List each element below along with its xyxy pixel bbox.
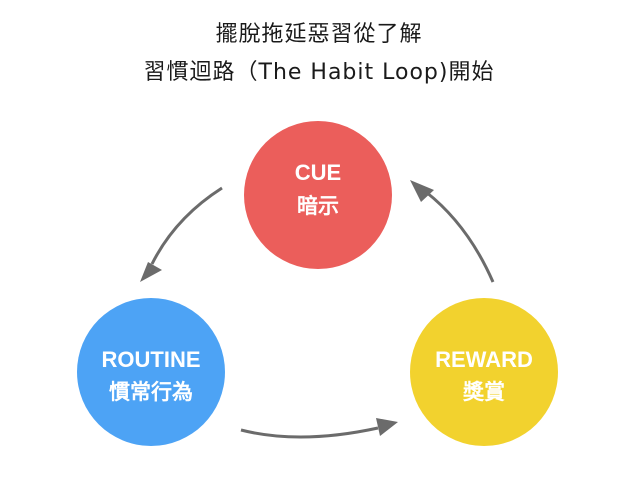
arrow-cue-to-routine xyxy=(140,186,223,282)
node-routine: ROUTINE 慣常行為 xyxy=(77,298,225,446)
node-reward: REWARD 獎賞 xyxy=(410,298,558,446)
reward-label-zh: 獎賞 xyxy=(462,380,505,404)
diagram-title-line2: 習慣迴路（The Habit Loop)開始 xyxy=(143,60,495,85)
arrow-routine-to-reward xyxy=(240,418,398,439)
reward-circle xyxy=(410,298,558,446)
diagram-title-line1: 擺脫拖延惡習從了解 xyxy=(215,22,423,47)
routine-label-en: ROUTINE xyxy=(102,347,201,372)
routine-circle xyxy=(77,298,225,446)
reward-label-en: REWARD xyxy=(435,347,533,372)
cue-circle xyxy=(244,121,392,269)
routine-label-zh: 慣常行為 xyxy=(108,380,193,404)
cue-label-zh: 暗示 xyxy=(297,194,339,218)
cue-label-en: CUE xyxy=(295,160,341,185)
node-cue: CUE 暗示 xyxy=(244,121,392,269)
arrow-reward-to-cue xyxy=(410,180,495,283)
